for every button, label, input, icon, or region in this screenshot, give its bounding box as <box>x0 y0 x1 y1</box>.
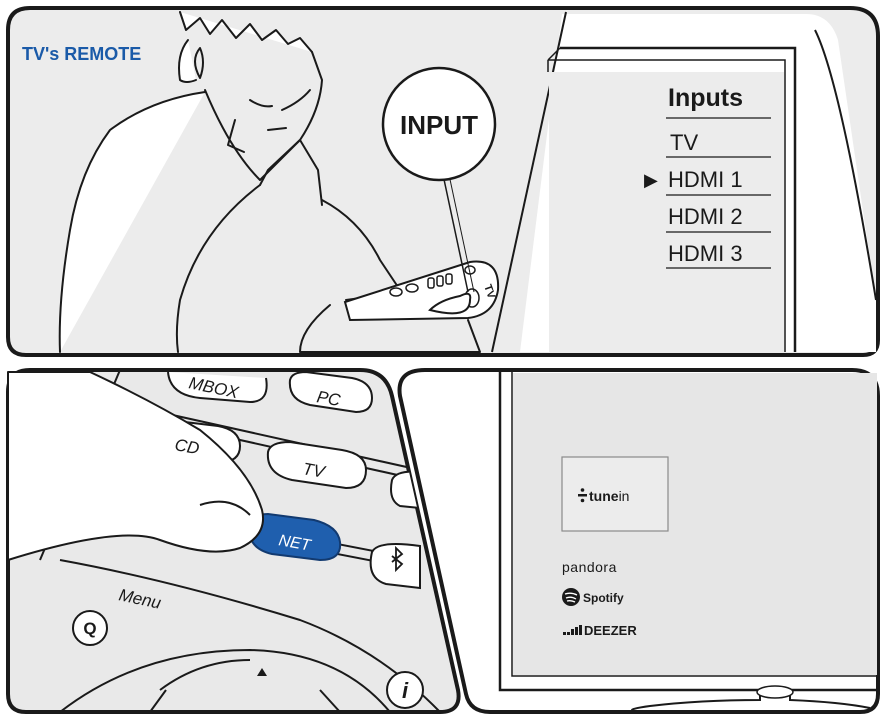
panel-tv: tunein pandora Spotify DEEZER <box>400 370 878 712</box>
tunein-logo-suffix: in <box>619 488 630 504</box>
panel-top: TV INPUT TV's REMOTE Inputs TV ▶ HDMI 1 … <box>8 8 878 355</box>
input-item-hdmi2[interactable]: HDMI 2 <box>668 204 743 229</box>
tunein-tile[interactable]: tunein <box>562 457 668 531</box>
svg-text:tunein: tunein <box>589 488 629 504</box>
info-button-label[interactable]: i <box>402 678 409 703</box>
input-button-label[interactable]: INPUT <box>400 110 478 140</box>
inputs-menu-title: Inputs <box>668 84 743 112</box>
selected-marker-icon: ▶ <box>644 170 658 190</box>
panel-remote: MBOX PC CD TV NET Menu Q i <box>8 370 459 712</box>
q-button-label[interactable]: Q <box>83 619 96 638</box>
spotify-item[interactable]: Spotify <box>562 588 624 606</box>
spotify-logo: Spotify <box>583 591 624 605</box>
input-item-hdmi1[interactable]: HDMI 1 <box>668 167 743 192</box>
input-item-hdmi3[interactable]: HDMI 3 <box>668 241 743 266</box>
tunein-logo-prefix: tune <box>589 488 619 504</box>
pandora-logo[interactable]: pandora <box>562 559 617 575</box>
input-item-tv[interactable]: TV <box>670 130 698 155</box>
tvs-remote-label: TV's REMOTE <box>22 44 141 64</box>
deezer-logo: DEEZER <box>584 623 637 638</box>
